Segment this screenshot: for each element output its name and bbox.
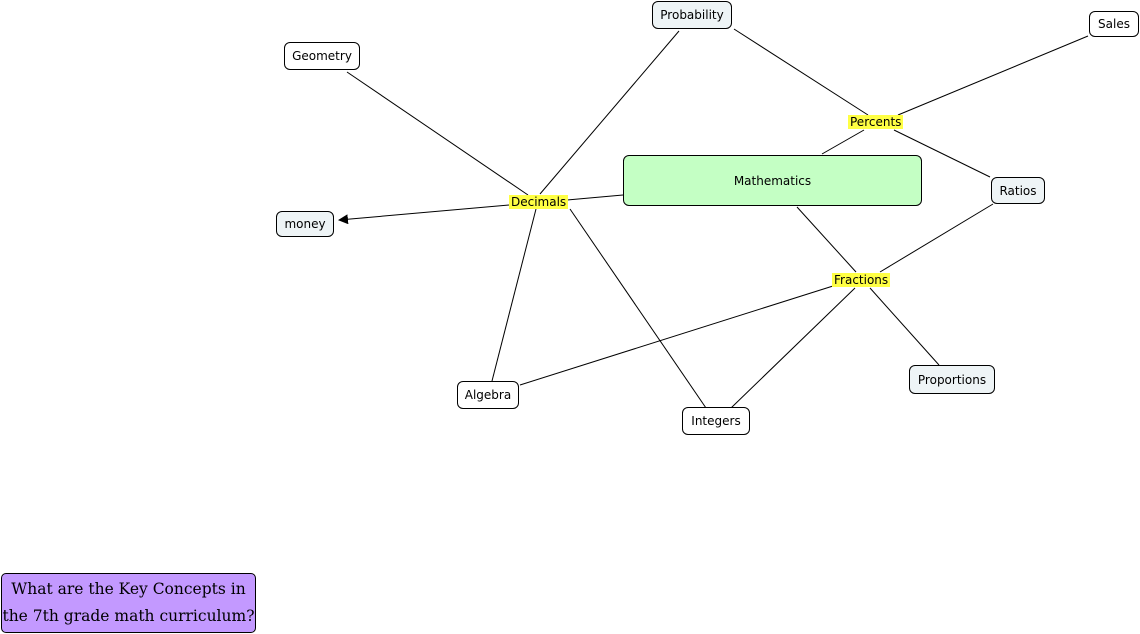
- integers-node[interactable]: Integers: [682, 407, 750, 435]
- link-mathematics-decimals: [566, 194, 624, 201]
- decimals-link-label[interactable]: Decimals: [509, 195, 569, 209]
- link-fractions-proportions: [869, 287, 940, 366]
- link-fractions-integers: [730, 287, 856, 409]
- money-node[interactable]: money: [276, 211, 334, 237]
- link-decimals-integers: [569, 208, 707, 409]
- link-percents-ratios: [893, 129, 991, 178]
- integers-node-label: Integers: [691, 414, 741, 428]
- ratios-node-label: Ratios: [999, 183, 1037, 198]
- link-geometry-decimals: [346, 71, 529, 196]
- proportions-node-label: Proportions: [917, 372, 987, 387]
- geometry-node-label: Geometry: [292, 49, 352, 63]
- focus-question-text: What are the Key Concepts in the 7th gra…: [2, 580, 255, 625]
- proportions-node[interactable]: Proportions: [909, 365, 995, 394]
- probability-node-label: Probability: [660, 8, 724, 22]
- fractions-link-label[interactable]: Fractions: [832, 273, 891, 287]
- algebra-node-label: Algebra: [464, 388, 512, 402]
- algebra-node[interactable]: Algebra: [457, 381, 519, 409]
- link-decimals-algebra: [491, 208, 537, 382]
- link-sales-percents: [897, 35, 1089, 116]
- percents-link-label[interactable]: Percents: [848, 115, 904, 129]
- link-fractions-algebra: [519, 285, 834, 386]
- link-mathematics-percents: [821, 129, 865, 155]
- geometry-node[interactable]: Geometry: [284, 42, 360, 70]
- mathematics-node-label: Mathematics: [733, 173, 812, 188]
- sales-node[interactable]: Sales: [1089, 11, 1139, 37]
- link-ratios-fractions: [879, 203, 994, 273]
- sales-node-label: Sales: [1098, 17, 1130, 31]
- link-decimals-money: [338, 204, 510, 225]
- link-probability-decimals: [539, 30, 680, 195]
- link-mathematics-fractions: [796, 206, 857, 273]
- money-node-label: money: [284, 217, 326, 231]
- link-probability-percents: [733, 28, 869, 116]
- probability-node[interactable]: Probability: [652, 1, 732, 29]
- ratios-node[interactable]: Ratios: [991, 177, 1045, 204]
- focus-question-box[interactable]: What are the Key Concepts in the 7th gra…: [1, 573, 256, 633]
- mathematics-node[interactable]: Mathematics: [623, 155, 922, 206]
